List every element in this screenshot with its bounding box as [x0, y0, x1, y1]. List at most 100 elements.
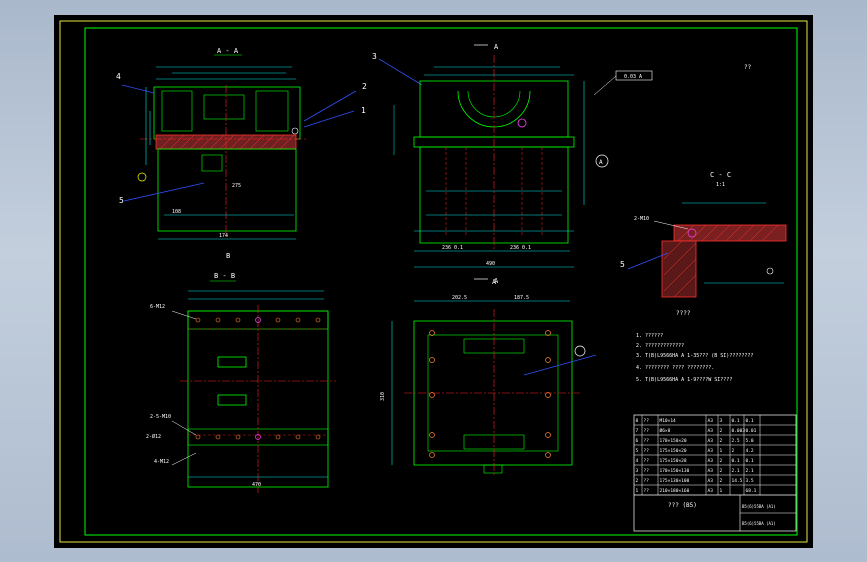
front-arrow-top: A	[494, 43, 499, 51]
notes-header: ????	[676, 310, 691, 317]
top-dim-1: 202.5	[452, 295, 467, 301]
section-aa-view: A - A 174 108 275 B 4 1	[116, 47, 367, 260]
drawing-canvas: A - A 174 108 275 B 4 1	[54, 15, 813, 548]
parts-table-cell: A3	[708, 488, 714, 494]
section-bb-label: B - B	[214, 272, 235, 280]
note-4: 4. ???????? ???? ????????.	[636, 365, 714, 371]
bb-total-dim: 470	[252, 482, 261, 488]
parts-table-cell: A3	[708, 428, 714, 434]
aa-dim-2: 108	[172, 209, 181, 215]
parts-table-cell: 175×150×20	[660, 448, 687, 454]
front-arrow-bottom: A	[494, 277, 499, 285]
parts-table-cell: A3	[708, 438, 714, 444]
parts-table-cell: 0.1	[746, 458, 754, 464]
parts-table-cell: 170×150×20	[660, 438, 687, 444]
parts-table-cell: 0.1	[732, 458, 740, 464]
aa-balloon-1: 1	[361, 106, 366, 115]
bb-callout-1: 6-M12	[150, 304, 165, 310]
parts-table-cell: 5.0	[746, 438, 754, 444]
parts-table-cell: 2	[732, 448, 735, 454]
bb-callout-2: 2-5-M10	[150, 414, 171, 420]
parts-table-cell: 7	[636, 428, 639, 434]
parts-table-cell: 6	[636, 438, 639, 444]
section-cc-label: C - C	[710, 171, 731, 179]
top-dim-2: 187.5	[514, 295, 529, 301]
parts-table-cell: ??	[644, 488, 650, 494]
geometric-tolerance-frame	[615, 70, 653, 81]
parts-table-cell: ??	[644, 458, 650, 464]
aa-balloon-2: 2	[362, 82, 367, 91]
parts-table-cell: 2	[720, 438, 723, 444]
parts-table-cell: 2.1	[746, 468, 754, 474]
title-block: ??? (B5) B5(6)55BA (A1) B5(6)55BA (A1)	[634, 494, 796, 531]
parts-table-cell: 2	[720, 428, 723, 434]
parts-table-cell: 0.1	[732, 418, 740, 424]
technical-notes: ?? ???? 1. ?????? 2. ????????????? 3. T(…	[636, 64, 753, 383]
title-block-drawing-no-2: B5(6)55BA (A1)	[742, 521, 776, 526]
parts-table-cell: 2	[720, 458, 723, 464]
front-tolerance: 0.03 A	[624, 74, 642, 80]
parts-table-cell: 2	[636, 478, 639, 484]
parts-table-cell: Ø6×8	[660, 427, 671, 434]
cc-callout: 2-M10	[634, 216, 649, 222]
top-view: A 202.5 187.5 310	[380, 278, 597, 475]
parts-table-cell: 2	[720, 478, 723, 484]
cc-balloon-5: 5	[620, 260, 625, 269]
section-cc-scale: 1:1	[716, 182, 725, 188]
parts-table-cell: 1	[720, 448, 723, 454]
parts-table-cell: ??	[644, 468, 650, 474]
parts-table-cell: 4.2	[746, 448, 754, 454]
parts-table-cell: 14.5	[732, 478, 743, 484]
notes-roughness: ??	[744, 64, 752, 71]
parts-table-cell: 210×180×160	[660, 488, 690, 494]
parts-table-cell: 3.5	[746, 478, 754, 484]
note-1: 1. ??????	[636, 333, 663, 339]
title-block-title: ??? (B5)	[668, 502, 697, 509]
note-2: 2. ?????????????	[636, 343, 684, 349]
parts-table-cell: 0.003	[732, 428, 746, 434]
front-view: A 3 236 0.1 236 0.1 490 A 0.03 A	[372, 43, 653, 285]
parts-table-cell: 0.01	[746, 428, 757, 434]
top-dim-side: 310	[380, 392, 386, 401]
note-3: 3. T(B)L9566HA A 1-35??? (B SI)????????	[636, 353, 753, 359]
parts-table-cell: 1	[720, 488, 723, 494]
parts-table-cell: A3	[708, 468, 714, 474]
parts-table-cell: ??	[644, 428, 650, 434]
parts-table-cell: A3	[708, 448, 714, 454]
parts-table-cell: A3	[708, 418, 714, 424]
parts-table-cell: A3	[708, 478, 714, 484]
aa-dim-1: 174	[219, 233, 228, 239]
bb-callout-4: 4-M12	[154, 459, 169, 465]
parts-table-cell: 2	[720, 468, 723, 474]
parts-table-cell: 175×130×100	[660, 478, 690, 484]
parts-table-cell: 0.1	[746, 418, 754, 424]
parts-table-cell: 3	[636, 468, 639, 474]
parts-table-cell: 1	[636, 488, 639, 494]
parts-table-cell: 2.5	[732, 438, 740, 444]
section-bb-view: B - B 470 6-M12 2-5-M10 2-Ø12 4-M12	[146, 272, 336, 493]
aa-base-label: B	[226, 252, 230, 260]
parts-table-cell: ??	[644, 448, 650, 454]
parts-table-cell: A3	[708, 458, 714, 464]
parts-table-cell: 170×150×130	[660, 468, 690, 474]
section-cc-view: C - C 1:1 2-M10 5	[620, 171, 787, 298]
parts-table-cell: 68.1	[746, 488, 757, 494]
parts-table-cell: 5	[636, 448, 639, 454]
bb-callout-3: 2-Ø12	[146, 433, 161, 440]
note-5: 5. T(B)L9566HA A 1-9????W SI????	[636, 377, 732, 383]
parts-table-cell: ??	[644, 418, 650, 424]
inner-frame	[84, 27, 798, 536]
parts-table-cell: M10×14	[660, 418, 677, 424]
parts-table-cell: 175×150×28	[660, 458, 687, 464]
top-view-arrow: A	[492, 278, 497, 286]
front-overall-dim: 490	[486, 261, 495, 267]
front-balloon-3: 3	[372, 52, 377, 61]
parts-table-cell: 4	[636, 458, 639, 464]
aa-balloon-5: 5	[119, 196, 124, 205]
parts-table-cell: ??	[644, 478, 650, 484]
parts-table-cell: 3	[720, 418, 723, 424]
aa-dim-3: 275	[232, 183, 241, 189]
front-bottom-dim-2: 236 0.1	[510, 245, 531, 251]
aa-balloon-4: 4	[116, 72, 121, 81]
